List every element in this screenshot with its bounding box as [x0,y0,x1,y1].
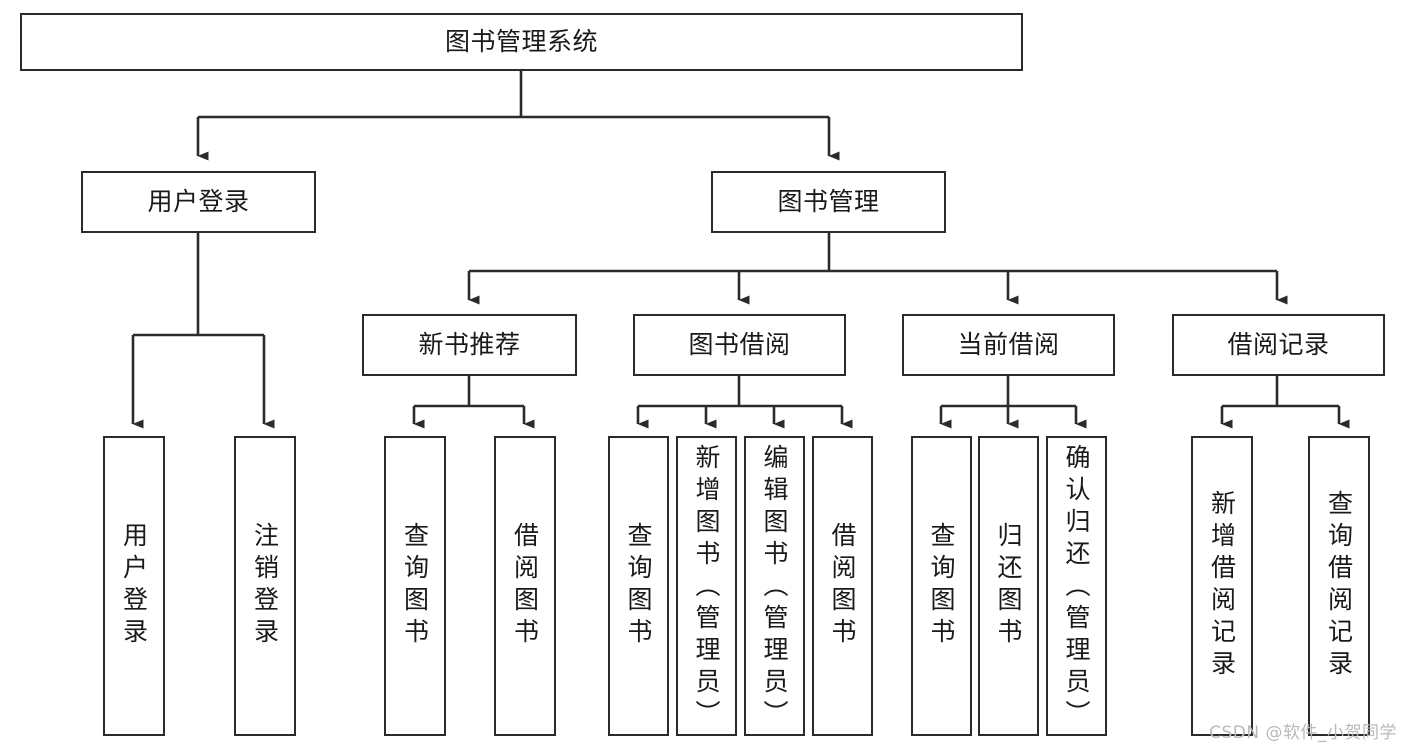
node-label: 确认归还（管理员） [1062,444,1091,732]
node-label: 查询图书 [624,522,653,650]
leaf-edit-book-admin[interactable]: 编辑图书（管理员） [744,436,805,736]
node-label: 图书借阅 [688,330,791,360]
node-label: 查询借阅记录 [1324,490,1354,682]
node-label: 编辑图书（管理员） [760,444,789,732]
node-label: 用户登录 [119,522,149,650]
leaf-borrow-book-borrow[interactable]: 借阅图书 [812,436,873,736]
node-label: 当前借阅 [957,330,1060,360]
node-label: 查询图书 [400,522,430,650]
leaf-query-book-current[interactable]: 查询图书 [911,436,972,736]
node-label: 归还图书 [994,522,1023,650]
node-label: 新增借阅记录 [1207,490,1237,682]
leaf-query-borrow-record[interactable]: 查询借阅记录 [1308,436,1370,736]
node-label: 借阅图书 [510,522,540,650]
leaf-logout-login[interactable]: 注销登录 [234,436,296,736]
node-label: 注销登录 [250,522,280,650]
node-current-borrow[interactable]: 当前借阅 [902,314,1115,376]
leaf-add-borrow-record[interactable]: 新增借阅记录 [1191,436,1253,736]
leaf-query-book-borrow[interactable]: 查询图书 [608,436,669,736]
node-label: 新增图书（管理员） [692,444,721,732]
node-label: 用户登录 [147,187,250,217]
leaf-user-login[interactable]: 用户登录 [103,436,165,736]
node-root-book-management-system[interactable]: 图书管理系统 [20,13,1023,71]
node-book-management[interactable]: 图书管理 [711,171,946,233]
node-label: 新书推荐 [418,330,521,360]
node-label: 图书管理 [777,187,880,217]
node-user-login[interactable]: 用户登录 [81,171,316,233]
node-label: 图书管理系统 [444,27,598,57]
leaf-query-book-recommend[interactable]: 查询图书 [384,436,446,736]
leaf-borrow-book-recommend[interactable]: 借阅图书 [494,436,556,736]
leaf-return-book[interactable]: 归还图书 [978,436,1039,736]
csdn-watermark: CSDN @软件_小贺同学 [1209,723,1397,743]
leaf-add-book-admin[interactable]: 新增图书（管理员） [676,436,737,736]
node-new-book-recommend[interactable]: 新书推荐 [362,314,577,376]
node-borrow-record[interactable]: 借阅记录 [1172,314,1385,376]
node-label: 借阅图书 [828,522,857,650]
leaf-confirm-return-admin[interactable]: 确认归还（管理员） [1046,436,1107,736]
node-label: 借阅记录 [1227,330,1330,360]
node-book-borrow[interactable]: 图书借阅 [633,314,846,376]
node-label: 查询图书 [927,522,956,650]
